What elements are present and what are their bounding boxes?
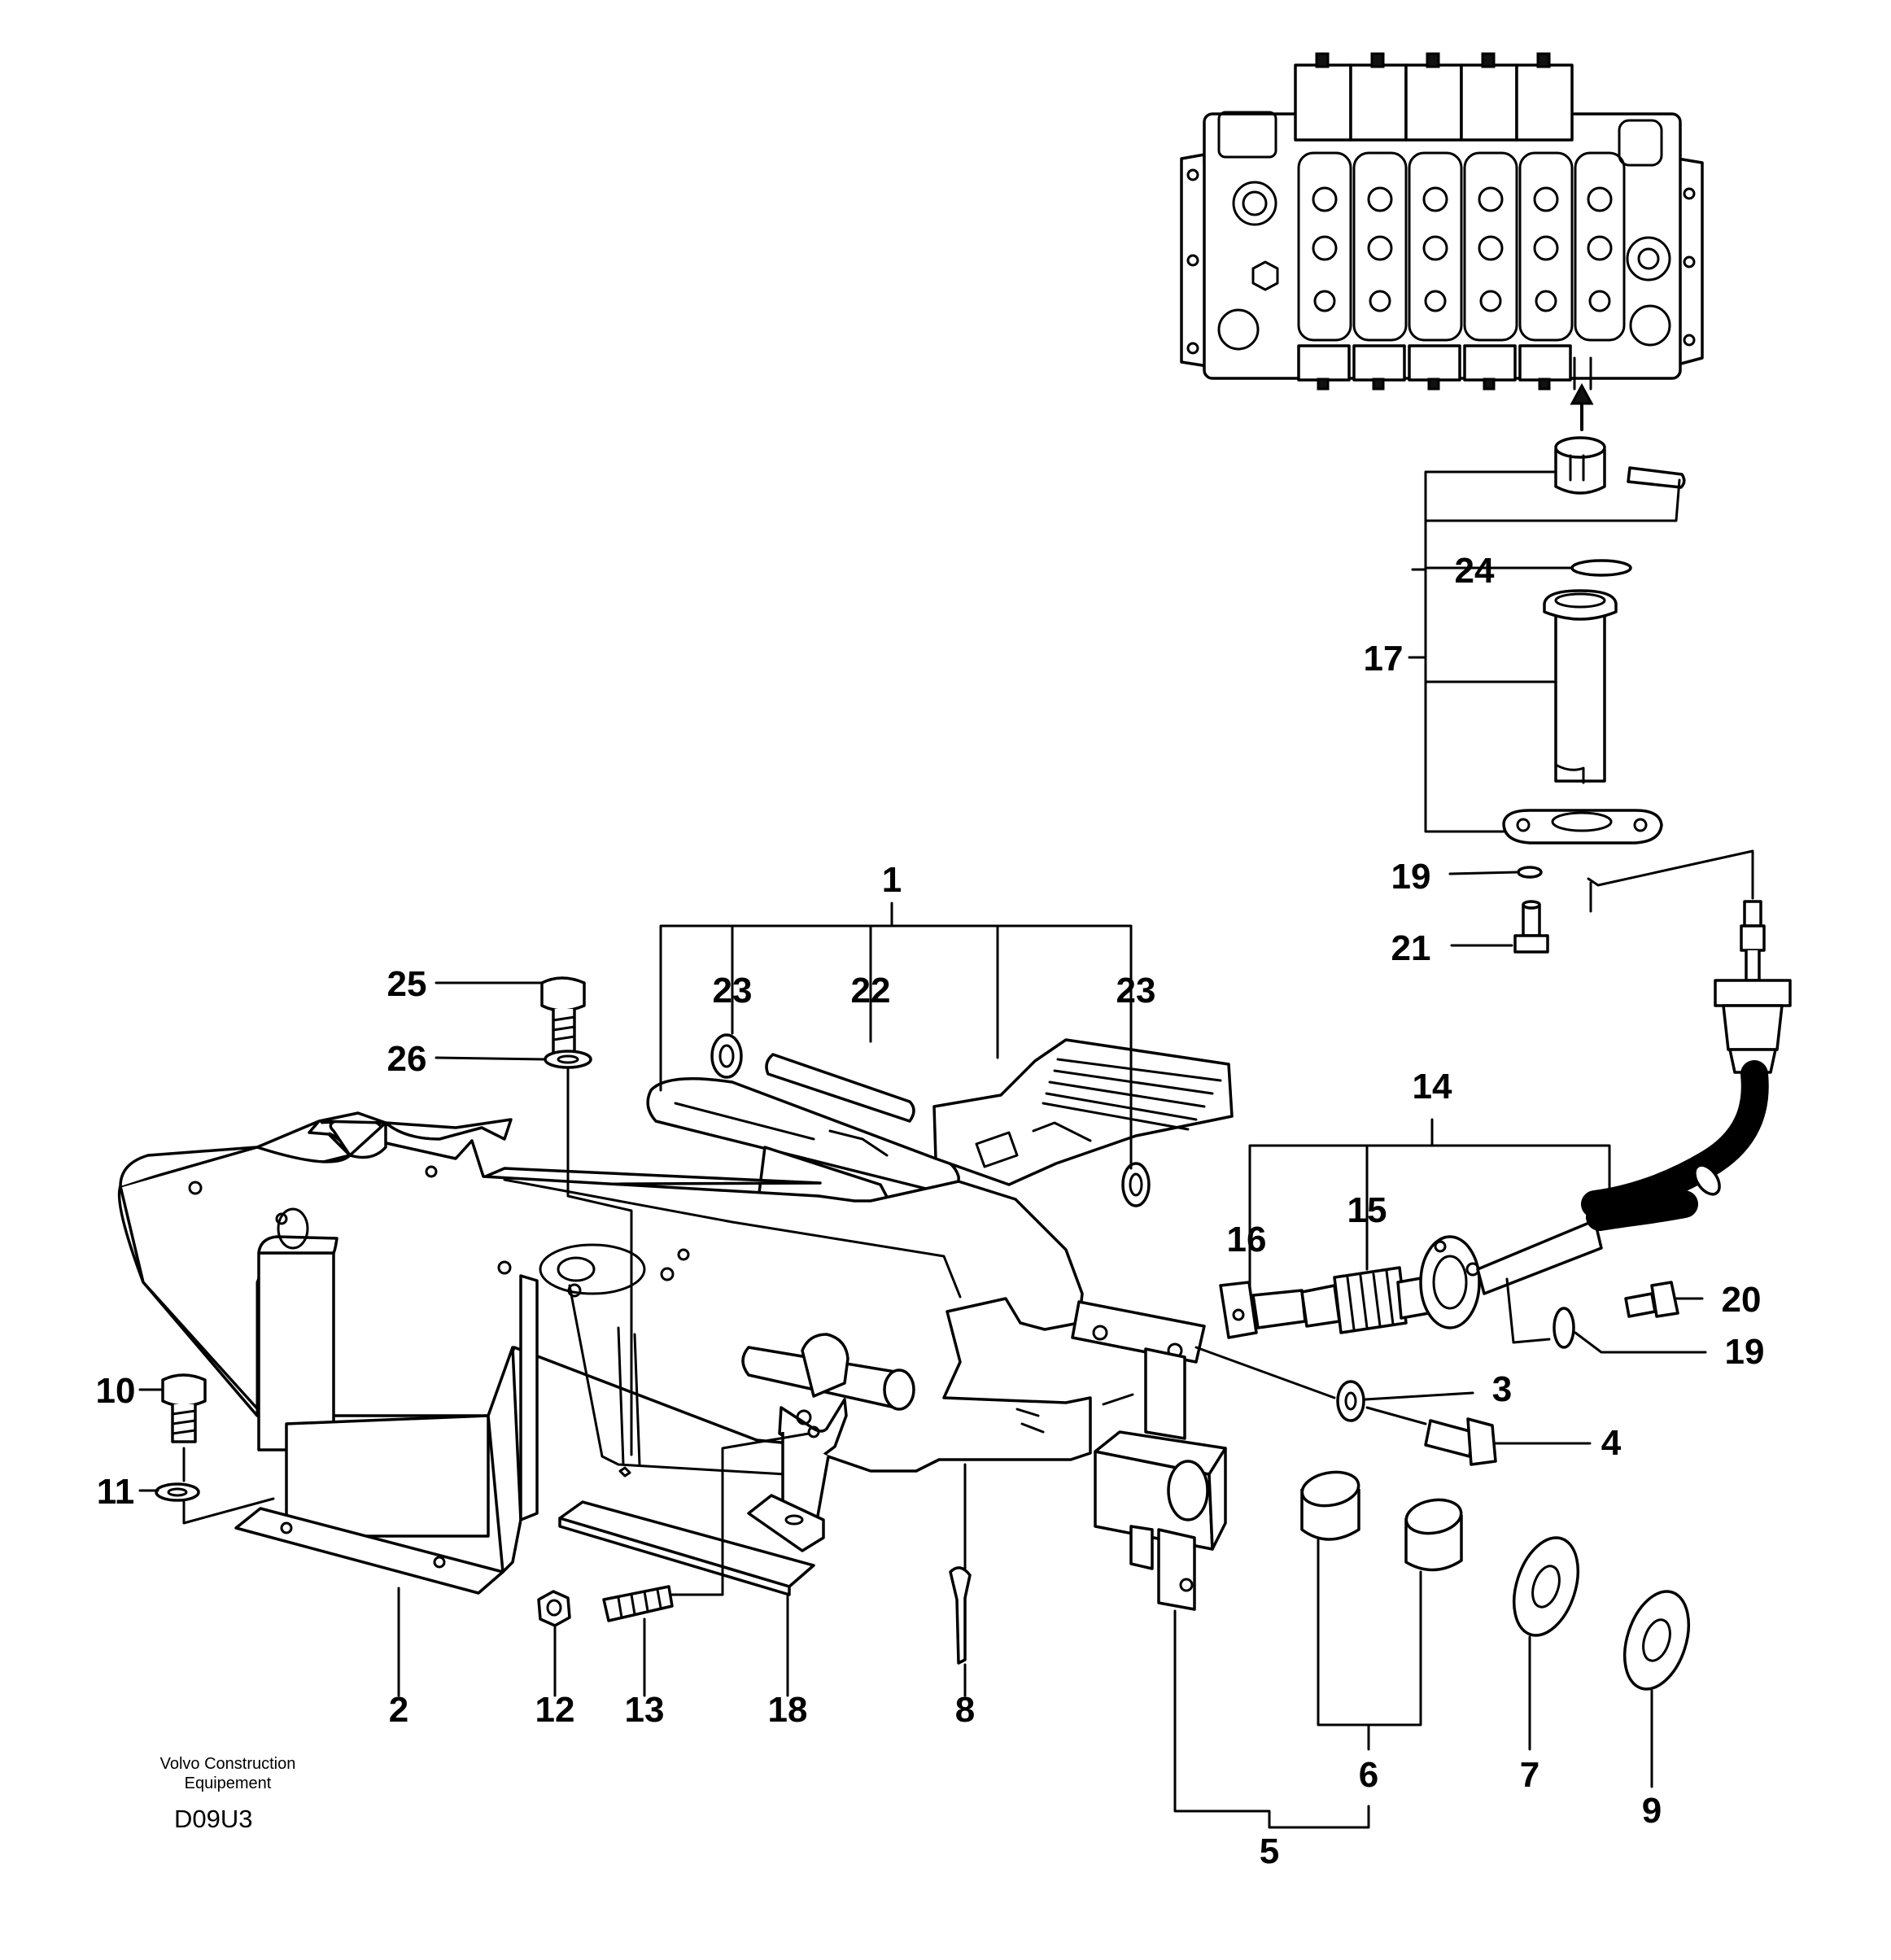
bolt-25 [540,976,586,1056]
bracket-inner-frame [503,1178,962,1478]
bolt-4 [1424,1417,1497,1466]
cable-boot-bellows [1333,1266,1408,1334]
callout-14: 14 [1413,1067,1452,1107]
caption-line-1: Volvo Construction [160,1755,296,1773]
drawing-code: D09U3 [174,1805,253,1833]
cotter-pin-8 [949,1566,972,1665]
caption-line-2: Equipement [185,1774,272,1792]
callout-2: 2 [389,1690,408,1730]
set-screw-13 [602,1585,674,1622]
washer-23-right [1121,1162,1151,1207]
cable-assembly [1219,1190,1698,1339]
pin-22 [765,1053,915,1123]
callout-15: 15 [1347,1190,1387,1230]
callout-10: 10 [96,1371,136,1411]
callout-7: 7 [1520,1755,1539,1795]
callout-1: 1 [882,860,902,900]
callout-6: 6 [1359,1755,1378,1795]
o-ring [1570,559,1632,577]
callout-5: 5 [1260,1831,1279,1871]
drawing-caption: Volvo Construction Equipement D09U3 [160,1755,296,1833]
callout-11: 11 [97,1472,135,1512]
washer-19-upper [1517,866,1543,879]
callout-9: 9 [1642,1791,1662,1831]
washer-11 [155,1482,200,1502]
sensor-hose [1581,1060,1769,1218]
nut-12 [537,1590,571,1627]
pressure-sensor [1714,900,1792,1074]
roll-pin [1627,466,1686,489]
callout-26: 26 [387,1039,427,1079]
lever-arm [1071,1300,1227,1611]
bracket-top-holes [188,1165,690,1298]
callout-23-right: 23 [1116,971,1156,1011]
pedal-sensor-tube [1543,589,1618,784]
mounting-plate [558,1500,815,1596]
coupling-sleeve [1554,436,1606,495]
valve-mounting-holes [1186,168,1696,355]
callout-20: 20 [1722,1280,1762,1320]
valve-end-right [1618,119,1671,347]
valve-solenoids-bottom [1297,344,1572,391]
washer-3 [1336,1380,1365,1422]
bracket-left-leg [234,1235,504,1595]
callout-8: 8 [955,1690,975,1730]
callout-24: 24 [1455,551,1495,591]
leader-lines [138,470,1754,1829]
callout-19-upper: 19 [1391,857,1431,897]
valve-port-circles [1312,186,1613,312]
callout-labels: 1 2 3 4 5 6 7 8 9 10 11 12 13 14 15 16 1… [96,551,1765,1871]
tube-flange [1502,809,1663,845]
bushing-left [1300,1470,1360,1541]
assembly-direction-arrow [1570,382,1594,431]
bolt-21 [1513,900,1549,954]
callout-22: 22 [851,971,891,1011]
washer-19-lower [1553,1307,1575,1349]
callout-3: 3 [1492,1369,1512,1409]
bolt-20 [1624,1281,1679,1318]
callout-4: 4 [1601,1423,1622,1463]
pedal-pad [932,1038,1234,1186]
washer-9 [1623,1590,1690,1691]
callout-13: 13 [625,1690,665,1730]
callout-17: 17 [1364,639,1404,679]
callout-25: 25 [387,964,427,1004]
callout-21: 21 [1391,928,1431,968]
callout-23-left: 23 [713,971,753,1011]
washer-26 [544,1050,592,1069]
control-valve-block [1180,52,1704,391]
bolt-10 [161,1373,207,1443]
callout-19-lower: 19 [1725,1332,1765,1372]
callout-16: 16 [1227,1220,1267,1259]
callout-12: 12 [535,1690,575,1730]
washer-23-left [710,1033,743,1079]
callout-18: 18 [768,1690,808,1730]
valve-solenoids-top [1294,52,1574,142]
washer-7 [1513,1536,1579,1637]
clamp-base [747,1494,825,1552]
bushing-right [1404,1498,1463,1572]
valve-spool-sections [1297,151,1626,342]
valve-end-left [1217,111,1279,351]
